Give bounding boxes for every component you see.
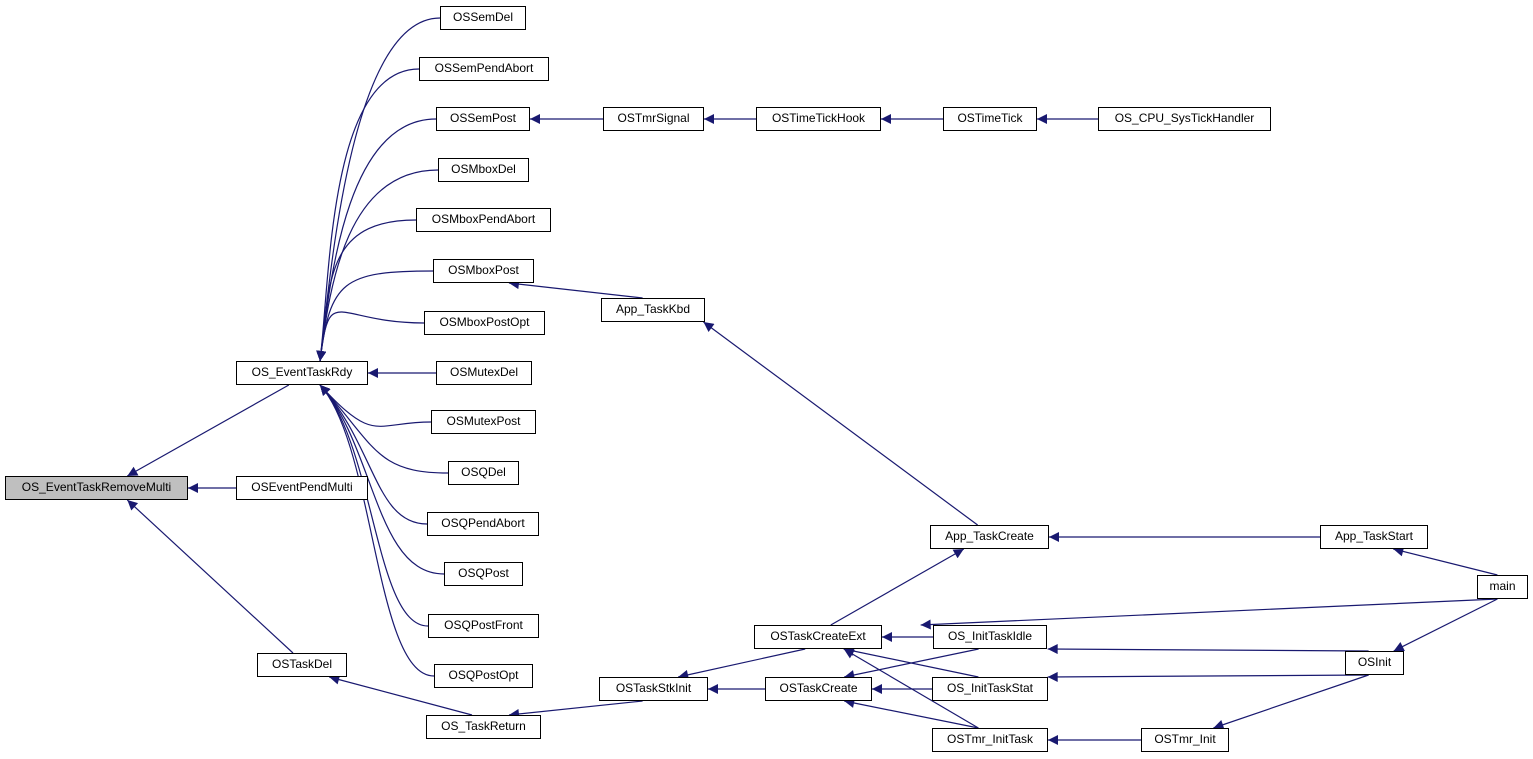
edge-osinit-to-os-inittaskidle bbox=[1047, 644, 1369, 655]
node-osmboxdel[interactable]: OSMboxDel bbox=[438, 158, 529, 182]
edge-osqpost-to-os-eventtaskrdy bbox=[319, 384, 445, 575]
edge-osqpostfront-to-os-eventtaskrdy bbox=[319, 384, 429, 627]
node-os-taskreturn[interactable]: OS_TaskReturn bbox=[426, 715, 541, 739]
edge-os-taskreturn-to-ostaskdel bbox=[329, 674, 473, 716]
edge-ostaskdel-to-os-eventtaskremovemulti bbox=[126, 499, 294, 654]
edge-main-to-osinit bbox=[1393, 598, 1498, 652]
node-osqpendabort[interactable]: OSQPendAbort bbox=[427, 512, 539, 536]
edge-main-to-ostaskcreateext bbox=[920, 598, 1498, 630]
node-app-taskcreate[interactable]: App_TaskCreate bbox=[930, 525, 1049, 549]
edge-osinit-to-ostmr-init bbox=[1213, 674, 1369, 730]
node-ostaskcreate[interactable]: OSTaskCreate bbox=[765, 677, 872, 701]
edge-ostaskcreateext-to-app-taskcreate bbox=[830, 548, 965, 626]
node-os-inittaskidle[interactable]: OS_InitTaskIdle bbox=[933, 625, 1047, 649]
node-osmutexpost[interactable]: OSMutexPost bbox=[431, 410, 536, 434]
node-osqpostopt[interactable]: OSQPostOpt bbox=[434, 664, 533, 688]
node-ostaskstkinit[interactable]: OSTaskStkInit bbox=[599, 677, 708, 701]
node-ostmrsignal[interactable]: OSTmrSignal bbox=[603, 107, 704, 131]
node-os-eventtaskrdy[interactable]: OS_EventTaskRdy bbox=[236, 361, 368, 385]
node-osmboxpendabort[interactable]: OSMboxPendAbort bbox=[416, 208, 551, 232]
edge-osqpendabort-to-os-eventtaskrdy bbox=[319, 384, 428, 525]
node-os-eventtaskremovemulti: OS_EventTaskRemoveMulti bbox=[5, 476, 188, 500]
node-osqpost[interactable]: OSQPost bbox=[444, 562, 523, 586]
node-os-cpu-systickhandler[interactable]: OS_CPU_SysTickHandler bbox=[1098, 107, 1271, 131]
node-ostaskdel[interactable]: OSTaskDel bbox=[257, 653, 347, 677]
edge-os-eventtaskrdy-to-os-eventtaskremovemulti bbox=[127, 384, 290, 477]
node-ostimetick[interactable]: OSTimeTick bbox=[943, 107, 1037, 131]
node-osmboxpostopt[interactable]: OSMboxPostOpt bbox=[424, 311, 545, 335]
edge-ostmr-inittask-to-ostaskcreate bbox=[844, 698, 979, 729]
node-ossemdel[interactable]: OSSemDel bbox=[440, 6, 526, 30]
node-main[interactable]: main bbox=[1477, 575, 1528, 599]
edge-ossempendabort-to-os-eventtaskrdy bbox=[316, 68, 420, 362]
edge-os-inittaskidle-to-ostaskcreate bbox=[844, 648, 979, 680]
node-ostaskcreateext[interactable]: OSTaskCreateExt bbox=[754, 625, 882, 649]
node-ostimetickhook[interactable]: OSTimeTickHook bbox=[756, 107, 881, 131]
edge-osinit-to-os-inittaskstat bbox=[1047, 671, 1369, 682]
edge-layer bbox=[126, 17, 1498, 745]
edge-osmutexpost-to-os-eventtaskrdy bbox=[319, 384, 432, 427]
node-osmboxpost[interactable]: OSMboxPost bbox=[433, 259, 534, 283]
node-ostmr-inittask[interactable]: OSTmr_InitTask bbox=[932, 728, 1048, 752]
node-oseventpendmulti[interactable]: OSEventPendMulti bbox=[236, 476, 368, 500]
edge-osqpostopt-to-os-eventtaskrdy bbox=[319, 384, 435, 677]
edge-ostaskstkinit-to-os-taskreturn bbox=[508, 700, 643, 719]
edge-osmboxdel-to-os-eventtaskrdy bbox=[316, 169, 439, 362]
edge-osqdel-to-os-eventtaskrdy bbox=[319, 384, 449, 474]
node-osmutexdel[interactable]: OSMutexDel bbox=[436, 361, 532, 385]
node-osinit[interactable]: OSInit bbox=[1345, 651, 1404, 675]
node-osqdel[interactable]: OSQDel bbox=[448, 461, 519, 485]
edge-app-taskcreate-to-app-taskkbd bbox=[703, 321, 978, 526]
node-osqpostfront[interactable]: OSQPostFront bbox=[428, 614, 539, 638]
edge-osmboxpendabort-to-os-eventtaskrdy bbox=[316, 219, 417, 362]
node-ossempendabort[interactable]: OSSemPendAbort bbox=[419, 57, 549, 81]
node-ossempost[interactable]: OSSemPost bbox=[436, 107, 530, 131]
edge-main-to-app-taskstart bbox=[1393, 546, 1498, 576]
node-app-taskkbd[interactable]: App_TaskKbd bbox=[601, 298, 705, 322]
edge-app-taskkbd-to-osmboxpost bbox=[508, 279, 643, 299]
edge-osmboxpostopt-to-os-eventtaskrdy bbox=[316, 311, 425, 362]
node-app-taskstart[interactable]: App_TaskStart bbox=[1320, 525, 1428, 549]
node-ostmr-init[interactable]: OSTmr_Init bbox=[1141, 728, 1229, 752]
edge-ostaskcreateext-to-ostaskstkinit bbox=[678, 648, 806, 680]
node-os-inittaskstat[interactable]: OS_InitTaskStat bbox=[932, 677, 1048, 701]
